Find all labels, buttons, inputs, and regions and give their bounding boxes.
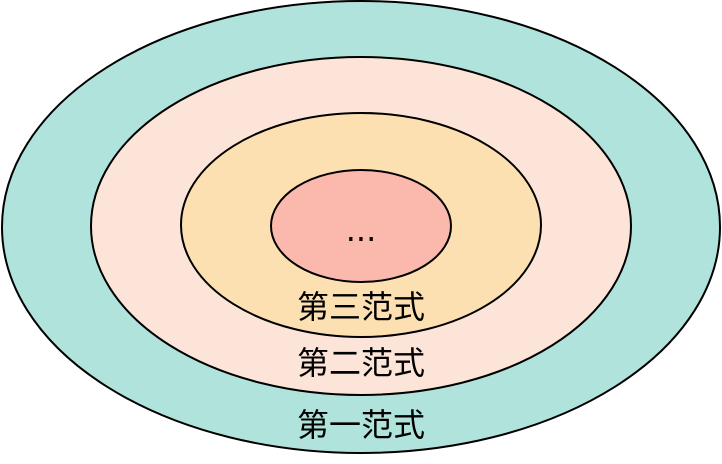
first-form-label: 第一范式	[297, 406, 425, 444]
second-form-label: 第二范式	[297, 344, 425, 382]
third-form-label: 第三范式	[297, 288, 425, 326]
ring-center	[270, 169, 452, 283]
center-label: ...	[346, 211, 377, 249]
